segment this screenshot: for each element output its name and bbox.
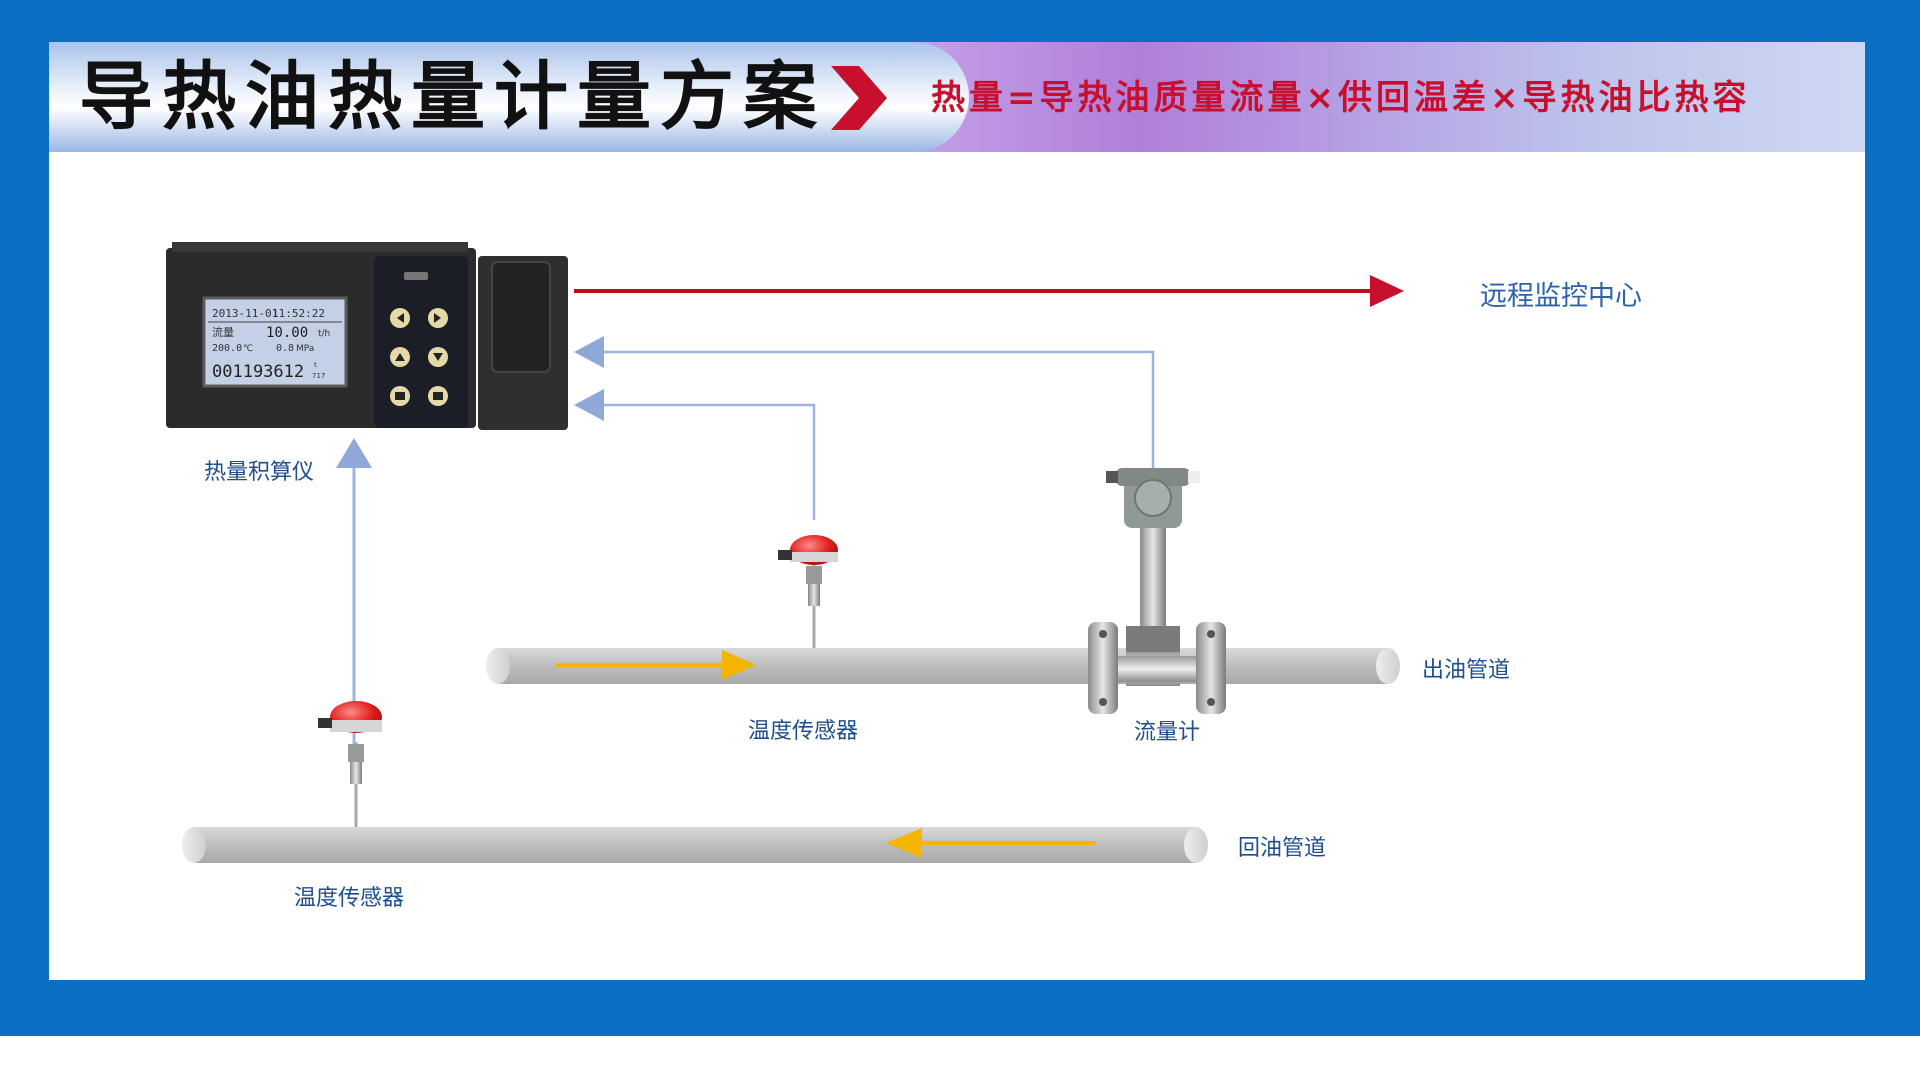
device-pressure-unit: MPa [296,344,314,354]
device-total-unit-bottom: 717 [312,372,325,380]
return-temp-sensor-label: 温度传感器 [294,886,405,911]
device-temperature: 200.0 [212,343,242,354]
supply-flow-arrow [556,650,756,680]
heat-calculator-label: 热量积算仪 [204,460,315,485]
heat-formula: 热量=导热油质量流量×供回温差×导热油比热容 [931,78,1751,118]
device-keypad [390,272,448,406]
flowmeter-label: 流量计 [1134,720,1201,745]
supply-sensor-signal-line [574,389,816,520]
page-title: 导热油热量计量方案 [79,54,826,140]
return-temperature-sensor [318,701,382,827]
device-flow-label: 流量 [212,325,234,339]
remote-monitoring-center-label: 远程监控中心 [1480,281,1642,312]
device-temp-unit: ℃ [243,344,253,354]
flowmeter-signal-line [574,336,1155,468]
supply-pipe-label: 出油管道 [1422,658,1511,683]
header-title-area [49,42,969,152]
vortex-flowmeter [1088,468,1226,714]
device-flow-unit: t/h [318,329,330,339]
device-date: 2013-11-01 [212,307,278,320]
remote-output-arrow [574,275,1404,307]
supply-temperature-sensor [778,535,838,648]
device-flow-value: 10.00 [266,325,308,341]
return-flow-arrow [886,828,1096,858]
device-pressure: 0.8 [276,343,294,354]
device-time: 11:52:22 [272,307,325,320]
content-panel [49,42,1865,980]
chevron-right-icon [831,66,887,130]
heat-calculator-device: 2013-11-01 11:52:22 流量 10.00 t/h 200.0 ℃… [166,242,568,430]
return-pipe-label: 回油管道 [1238,836,1327,861]
device-total-unit-top: t [314,361,317,369]
header-banner: 导热油热量计量方案 热量=导热油质量流量×供回温差×导热油比热容 [49,42,1865,152]
supply-temp-sensor-label: 温度传感器 [748,719,859,744]
device-total: 001193612 [212,362,304,382]
